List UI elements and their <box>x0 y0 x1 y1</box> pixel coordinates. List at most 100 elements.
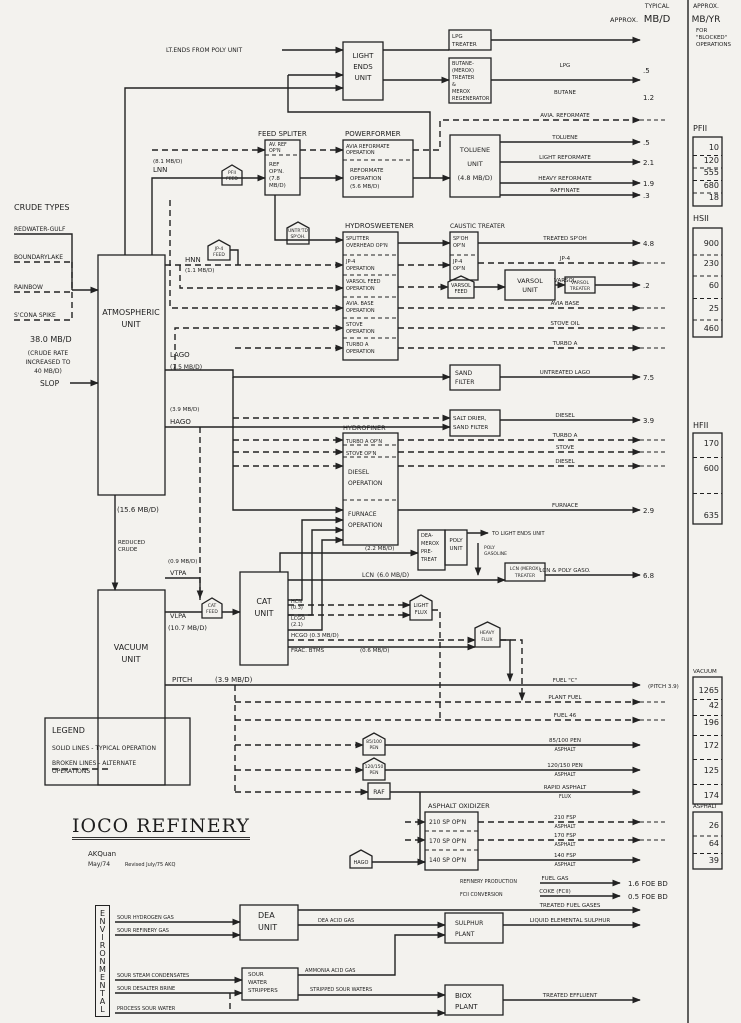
hydrosweetener-op-label: OPERATION <box>346 329 375 335</box>
dea-merox-label: DEA- <box>421 533 433 539</box>
crude-type-label: BOUNDARYLAKE <box>14 254 63 261</box>
reduced-crude-label: CRUDE <box>118 547 138 553</box>
alternate-flow-line <box>169 200 344 312</box>
product-typical-rate: (PITCH 3.9) <box>648 684 679 690</box>
butane-treater-label: TREATER <box>451 75 475 81</box>
product-typical-rate: 2.1 <box>643 159 654 167</box>
product-typical-rate: .5 <box>643 139 650 147</box>
environmental-input-label: SOUR REFINERY GAS <box>117 928 169 934</box>
sand-filter-label: SAND <box>455 370 473 377</box>
reformate-op-label: REFORMATE <box>350 168 384 174</box>
hago-tank-label: HAGO <box>354 860 369 866</box>
blocked-value: 1265 <box>699 686 719 695</box>
dea-unit-label: DEA <box>258 911 275 920</box>
typical-flow-line <box>288 536 344 631</box>
fcii-conversion-label: FCII CONVERSION <box>460 892 503 898</box>
crude-type-label: RAINBOW <box>14 284 43 291</box>
crude-type-label: S'CONA SPIKE <box>14 312 56 319</box>
atm-bottoms-rate: (15.6 MB/D) <box>117 506 159 514</box>
sand-filter <box>449 364 501 391</box>
hcn-label: HCN <box>291 599 302 605</box>
product-label: TURBO A <box>552 341 578 347</box>
caustic-op-label: SP'OH <box>453 236 468 242</box>
powerformer-gas-line <box>287 75 431 178</box>
slop-label: SLOP <box>40 379 60 388</box>
pen-120-label: PEN <box>370 770 379 776</box>
sour-water-strippers-label: STRIPPERS <box>248 988 278 994</box>
product-label: TURBO A <box>552 433 578 439</box>
product-label: JP-4 <box>559 256 571 262</box>
lt-ends-label: LT.ENDS FROM POLY UNIT <box>166 47 243 54</box>
crude-types-title: CRUDE TYPES <box>14 203 70 212</box>
product-label: FUEL "C" <box>553 678 577 684</box>
blocked-value: 42 <box>709 701 719 710</box>
product-label: AVIA. REFORMATE <box>540 113 590 119</box>
hydrosweetener <box>342 231 399 361</box>
product-typical-rate: 1.2 <box>643 94 654 102</box>
sour-water-strippers-label: SOUR <box>248 972 264 978</box>
cat-unit-label: CAT <box>256 597 271 606</box>
alternate-flow-line <box>432 609 441 720</box>
product-sublabel: ASPHALT <box>554 772 575 778</box>
product-label: DIESEL <box>555 413 575 419</box>
typical-flow-line <box>232 377 344 514</box>
pen-120-label: 120/150 <box>365 764 384 770</box>
splitter-overhead-line <box>274 195 344 244</box>
product-typical-rate: 3.9 <box>643 417 654 425</box>
refinery-production-label: REFINERY PRODUCTION <box>460 879 517 885</box>
blocked-value: 10 <box>709 143 719 152</box>
raf-label: RAF <box>373 789 385 796</box>
avia-reformate-op-label: AVIA REFORMATE <box>346 144 389 150</box>
legend-box <box>44 717 191 786</box>
untreated-spoh-label: SP'OH. <box>290 234 305 240</box>
hnn-rate: (1.1 MB/D) <box>185 268 214 274</box>
stripped-sour-waters-label: STRIPPED SOUR WATERS <box>310 987 372 993</box>
blocked-value: 196 <box>704 718 719 727</box>
blocked-group-box <box>692 432 723 525</box>
blocked-group-label: ASPHALT <box>693 804 718 810</box>
legend-broken: BROKEN LINES - ALTERNATE <box>52 760 136 767</box>
pen-85-label: 85/100 <box>366 739 382 745</box>
av-ref-label: AV. REF <box>269 142 287 148</box>
sand-filter-label: FILTER <box>455 379 474 386</box>
dea-merox-label: TREAT <box>420 557 438 563</box>
poly-unit <box>444 529 468 566</box>
typical-flow-line <box>298 931 446 976</box>
hydrosweetener-op-label: JP-4 <box>345 259 355 265</box>
product-sublabel: ASPHALT <box>554 747 575 753</box>
blocked-value: 230 <box>704 259 719 268</box>
varsol-treater-label: TREATER <box>569 286 590 292</box>
product-label: 120/150 PEN <box>547 763 583 769</box>
toluene-unit-label: UNIT <box>467 160 483 168</box>
approx-header: APPROX. <box>610 16 638 24</box>
ammonia-acid-gas-label: AMMONIA ACID GAS <box>305 968 355 974</box>
lago-rate: (7.5 MB/D) <box>170 364 202 371</box>
raf-tank <box>367 782 391 800</box>
mbd-header: MB/D <box>644 14 671 25</box>
product-sublabel: ASPHALT <box>554 842 575 848</box>
product-label: AVIA BASE <box>551 301 580 307</box>
hydrosweetener-op-label: OPERATION <box>346 308 375 314</box>
hago-label: HAGO <box>170 418 191 426</box>
blocked-group-label: PFII <box>693 124 707 133</box>
sour-water-strippers-label: WATER <box>248 980 267 986</box>
blocked-group-label: HFII <box>693 421 708 430</box>
powerformer <box>342 139 414 198</box>
pfii-feed-tank <box>221 164 243 186</box>
cat-feed-label: FEED <box>206 609 218 615</box>
varsol-feed-tank <box>447 275 475 299</box>
hydrofiner-op-label: DIESEL <box>348 469 370 476</box>
untreated-spoh-label: UNTR'TD <box>288 228 309 234</box>
vacuum-unit-label: VACUUM <box>114 643 149 652</box>
blocked-value: 120 <box>704 156 719 165</box>
product-typical-rate: 7.5 <box>643 374 654 382</box>
crude-rate-note: 40 MB/D) <box>34 368 62 375</box>
heavy-flux-label: FLUX <box>481 637 492 643</box>
hydrosweetener-op-label: OVERHEAD OP'N <box>346 243 388 249</box>
product-label: RAPID ASPHALT <box>544 785 587 791</box>
product-sublabel: ASPHALT <box>554 862 575 868</box>
reformate-op-label: (5.6 MB/D) <box>350 184 379 190</box>
blocked-value: 600 <box>704 464 719 473</box>
hago-rate: (3.9 MB/D) <box>170 407 199 413</box>
powerformer-title: POWERFORMER <box>345 130 401 138</box>
